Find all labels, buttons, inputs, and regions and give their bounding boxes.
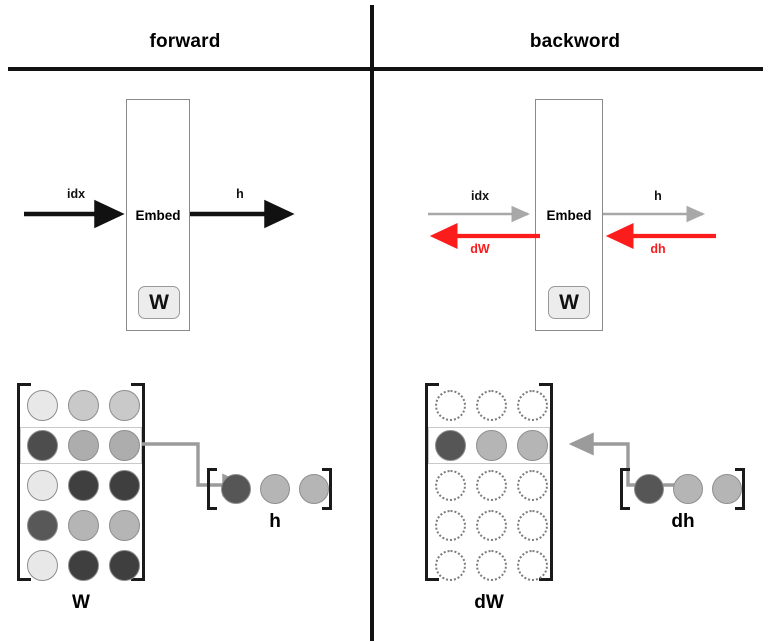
backward-idx-label: idx	[470, 189, 490, 203]
forward-matrix-cell	[27, 550, 58, 581]
forward-h-label: h	[236, 187, 244, 201]
forward-matrix-row-highlight	[20, 427, 142, 464]
backward-matrix-cell	[517, 510, 548, 541]
forward-matrix-cell	[109, 510, 140, 541]
forward-vector-cell	[221, 474, 251, 504]
backward-matrix-cell	[517, 470, 548, 501]
backward-matrix-row-highlight	[428, 427, 550, 464]
forward-vector-bracket-left	[207, 468, 217, 510]
backward-matrix-cell	[476, 550, 507, 581]
backward-matrix-cell	[435, 390, 466, 421]
forward-matrix-cell	[68, 430, 99, 461]
backward-matrix-bracket-right	[539, 383, 553, 581]
forward-vector-cell	[299, 474, 329, 504]
forward-matrix-cell	[68, 470, 99, 501]
backward-param-chip-W: W	[548, 286, 590, 319]
forward-matrix-label: W	[72, 592, 90, 613]
forward-matrix-bracket-right	[131, 383, 145, 581]
backward-vector-cell	[634, 474, 664, 504]
forward-matrix-cell	[27, 470, 58, 501]
forward-matrix-cell	[109, 430, 140, 461]
backward-matrix-cell	[476, 470, 507, 501]
forward-matrix-cell	[27, 510, 58, 541]
backward-matrix-cell	[476, 390, 507, 421]
forward-matrix-cell	[27, 390, 58, 421]
forward-matrix-bracket-left	[17, 383, 31, 581]
forward-vector-bracket-right	[322, 468, 332, 510]
forward-matrix-cell	[109, 550, 140, 581]
backward-vector-label: dh	[671, 511, 695, 532]
backward-matrix-cell	[517, 550, 548, 581]
backward-matrix-cell	[435, 550, 466, 581]
backward-matrix-cell	[476, 510, 507, 541]
backward-matrix-cell	[517, 390, 548, 421]
forward-matrix-cell	[109, 470, 140, 501]
backward-dW-label: dW	[470, 242, 490, 256]
backward-dW-arrow	[429, 222, 540, 250]
backward-h-label: h	[654, 189, 662, 203]
header-divider-line	[8, 67, 763, 71]
forward-matrix-cell	[68, 510, 99, 541]
forward-param-chip-W: W	[138, 286, 180, 319]
backward-idx-arrow	[428, 205, 531, 223]
forward-idx-arrow	[24, 199, 125, 229]
forward-vector-cell	[260, 474, 290, 504]
backward-matrix-cell	[435, 430, 466, 461]
forward-matrix-cell	[27, 430, 58, 461]
backward-vector-bracket-right	[735, 468, 745, 510]
backward-matrix-label: dW	[474, 592, 504, 613]
backward-h-arrow	[603, 205, 706, 223]
forward-embed-layer-label: Embed	[135, 208, 181, 223]
backward-matrix-cell	[435, 470, 466, 501]
forward-vector-label: h	[269, 511, 281, 532]
backward-vector-cell	[712, 474, 742, 504]
backward-matrix-cell	[517, 430, 548, 461]
forward-matrix-cell	[68, 550, 99, 581]
forward-idx-label: idx	[66, 187, 86, 201]
forward-matrix-cell	[68, 390, 99, 421]
backward-matrix-cell	[435, 510, 466, 541]
panel-title-forward: forward	[149, 31, 221, 52]
backward-dh-label: dh	[650, 242, 666, 256]
forward-h-arrow	[190, 199, 295, 229]
panel-divider-line	[370, 5, 374, 641]
backward-matrix-bracket-left	[425, 383, 439, 581]
panel-title-backward: backword	[529, 31, 621, 52]
backward-vector-cell	[673, 474, 703, 504]
backward-vector-bracket-left	[620, 468, 630, 510]
backward-embed-layer-label: Embed	[546, 208, 592, 223]
backward-dh-arrow	[605, 222, 716, 250]
backward-matrix-cell	[476, 430, 507, 461]
forward-matrix-cell	[109, 390, 140, 421]
